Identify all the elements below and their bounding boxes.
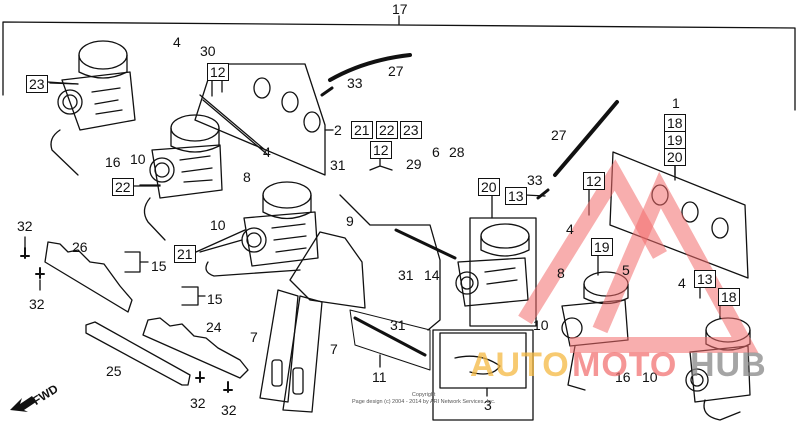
part-callout[interactable]: 17 xyxy=(392,1,408,17)
part-callout[interactable]: 6 xyxy=(432,144,440,160)
part-callout[interactable]: 14 xyxy=(424,267,440,283)
part-callout[interactable]: 1 xyxy=(672,95,680,111)
part-callout[interactable]: 9 xyxy=(346,213,354,229)
part-callout[interactable]: 10 xyxy=(533,317,549,333)
part-callout[interactable]: 16 xyxy=(105,154,121,170)
gasket-plate-1-outline xyxy=(609,151,749,279)
watermark-part-3: HUB xyxy=(690,346,767,384)
part-callout[interactable]: 25 xyxy=(106,363,122,379)
part-callout[interactable]: 28 xyxy=(449,144,465,160)
part-callout-boxed[interactable]: 23 xyxy=(26,75,48,93)
watermark-part-1: AUTO xyxy=(470,346,570,384)
cover-26 xyxy=(44,241,133,313)
carburetor-3-drawing xyxy=(199,181,319,277)
part-callout[interactable]: 11 xyxy=(372,369,387,385)
part-callout[interactable]: 27 xyxy=(551,127,567,143)
part-callout[interactable]: 2 xyxy=(334,122,342,138)
part-callout[interactable]: 32 xyxy=(29,296,45,312)
part-callout-boxed[interactable]: 21 xyxy=(351,121,373,139)
gasket-plate-2-outline xyxy=(194,63,326,176)
cover-25 xyxy=(85,321,191,386)
part-callout[interactable]: 29 xyxy=(406,156,422,172)
part-callout[interactable]: 10 xyxy=(130,151,146,167)
part-callout[interactable]: 31 xyxy=(398,267,414,283)
part-callout[interactable]: 27 xyxy=(388,63,404,79)
part-callout[interactable]: 31 xyxy=(330,157,346,173)
part-callout-boxed[interactable]: 18 xyxy=(718,288,740,306)
part-callout[interactable]: 26 xyxy=(72,239,88,255)
part-callout[interactable]: 4 xyxy=(173,34,181,50)
part-callout[interactable]: 32 xyxy=(221,402,237,418)
part-callout[interactable]: 24 xyxy=(206,319,222,335)
cover-24 xyxy=(142,317,249,379)
part-callout-boxed[interactable]: 12 xyxy=(583,172,605,190)
carburetor-2-drawing xyxy=(139,114,223,241)
part-callout[interactable]: 4 xyxy=(678,275,686,291)
part-callout[interactable]: 10 xyxy=(210,217,226,233)
part-callout-boxed[interactable]: 12 xyxy=(207,63,229,81)
part-callout-boxed[interactable]: 21 xyxy=(174,245,196,263)
part-callout[interactable]: 15 xyxy=(151,258,167,274)
part-callout-boxed[interactable]: 19 xyxy=(664,131,686,149)
part-callout[interactable]: 10 xyxy=(642,369,658,385)
copyright-line-2: Page design (c) 2004 - 2014 by ARI Netwo… xyxy=(352,398,496,405)
part-callout-boxed[interactable]: 13 xyxy=(694,270,716,288)
part-callout-boxed[interactable]: 23 xyxy=(400,121,422,139)
part-callout[interactable]: 4 xyxy=(263,144,271,160)
assembly-bracket-line xyxy=(2,21,796,111)
copyright-line-1: Copyright xyxy=(411,392,436,398)
fwd-arrow-icon xyxy=(10,396,36,412)
part-callout[interactable]: 30 xyxy=(200,43,216,59)
part-callout-boxed[interactable]: 12 xyxy=(370,141,392,159)
part-callout-boxed[interactable]: 22 xyxy=(112,178,134,196)
watermark-logo-icon xyxy=(518,159,759,353)
part-callout[interactable]: 33 xyxy=(527,172,543,188)
bracket-7-right xyxy=(282,295,323,413)
part-callout[interactable]: 7 xyxy=(250,329,258,345)
watermark-part-2: MOTO xyxy=(572,346,678,384)
copyright-notice: Copyright Page design (c) 2004 - 2014 by… xyxy=(352,392,495,405)
panel-9-outline xyxy=(289,231,366,309)
part-callout-boxed[interactable]: 22 xyxy=(376,121,398,139)
part-callout[interactable]: 8 xyxy=(243,169,251,185)
part-callout[interactable]: 31 xyxy=(390,317,406,333)
part-callout[interactable]: 7 xyxy=(330,341,338,357)
part-callout-boxed[interactable]: 19 xyxy=(591,238,613,256)
part-callout[interactable]: 5 xyxy=(622,262,630,278)
part-callout[interactable]: 16 xyxy=(615,369,631,385)
part-callout[interactable]: 15 xyxy=(207,291,223,307)
part-callout[interactable]: 4 xyxy=(566,221,574,237)
bracket-7-left xyxy=(259,289,299,403)
part-callout[interactable]: 32 xyxy=(190,395,206,411)
part-callout[interactable]: 3 xyxy=(484,397,492,413)
part-callout-boxed[interactable]: 20 xyxy=(478,178,500,196)
part-callout-boxed[interactable]: 20 xyxy=(664,148,686,166)
carburetor-1-drawing xyxy=(49,40,136,176)
part-callout[interactable]: 8 xyxy=(557,265,565,281)
part-callout[interactable]: 33 xyxy=(347,75,363,91)
part-callout-boxed[interactable]: 13 xyxy=(505,187,527,205)
part-callout[interactable]: 32 xyxy=(17,218,33,234)
part-callout-boxed[interactable]: 18 xyxy=(664,114,686,132)
